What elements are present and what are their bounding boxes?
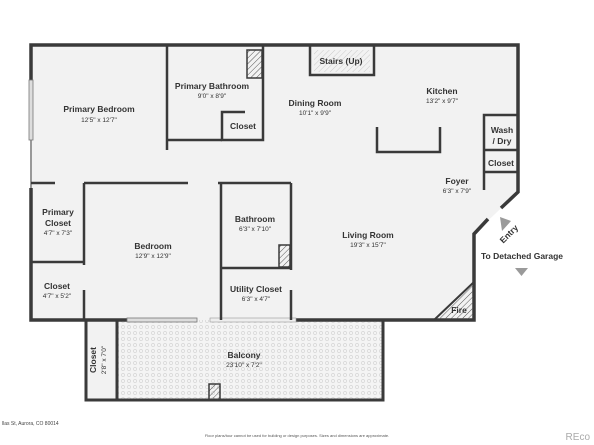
foyer-label: Foyer xyxy=(445,176,469,186)
closet-balcony-dim: 2'8" x 7'0" xyxy=(101,345,108,374)
fireplace xyxy=(431,279,475,321)
room-labels: Primary Bedroom 12'5" x 12'7" Primary Ba… xyxy=(42,56,563,374)
stairs-label: Stairs (Up) xyxy=(320,56,363,66)
balcony-door xyxy=(126,317,198,323)
living-room-label: Living Room xyxy=(342,230,394,240)
garage-label: To Detached Garage xyxy=(481,251,563,261)
disclaimer-text: Floor plans/tour cannot be used for buil… xyxy=(205,433,389,438)
primary-bathroom-dim: 9'0" x 8'9" xyxy=(198,93,227,100)
wash-label: Wash xyxy=(491,125,513,135)
dry-label: / Dry xyxy=(493,136,512,146)
primary-bedroom-label: Primary Bedroom xyxy=(63,104,135,114)
entry-label: Entry xyxy=(498,222,521,245)
closet-bath-label: Closet xyxy=(230,121,256,131)
balcony-post xyxy=(208,383,221,401)
closet-left-label: Closet xyxy=(44,281,70,291)
balcony-dim: 23'10" x 7'2" xyxy=(226,362,262,369)
balcony-label: Balcony xyxy=(227,350,260,360)
bath-shaft xyxy=(246,49,263,79)
primary-closet-dim: 4'7" x 7'3" xyxy=(44,230,73,237)
interior-walls xyxy=(31,45,518,320)
exterior-walls xyxy=(29,43,520,322)
balcony-walls xyxy=(84,320,385,402)
primary-closet-label-1: Primary xyxy=(42,207,74,217)
living-room-dim: 19'3" x 15'7" xyxy=(350,242,386,249)
bedroom-dim: 12'9" x 12'9" xyxy=(135,253,171,260)
closet-kitchen-label: Closet xyxy=(488,158,514,168)
bathroom-shaft xyxy=(278,244,291,268)
closet-balcony-label: Closet xyxy=(88,347,98,373)
fire-label: Fire xyxy=(451,305,467,315)
primary-bathroom-label: Primary Bathroom xyxy=(175,81,250,91)
bathroom-dim: 6'3" x 7'10" xyxy=(239,226,272,233)
primary-closet-label-2: Closet xyxy=(45,218,71,228)
window-left xyxy=(28,79,34,141)
address-text: llas St, Aurora, CO 80014 xyxy=(2,421,59,427)
reco-logo: REco xyxy=(566,432,591,443)
dining-room-dim: 10'1" x 9'9" xyxy=(299,110,332,117)
foyer-dim: 6'3" x 7'9" xyxy=(443,188,472,195)
stairs-shaft xyxy=(314,50,370,72)
bedroom-label: Bedroom xyxy=(134,241,172,251)
balcony-window xyxy=(209,317,297,323)
entry-arrow xyxy=(500,217,511,231)
dining-room-label: Dining Room xyxy=(289,98,342,108)
balcony-closet-floor xyxy=(86,320,117,400)
kitchen-label: Kitchen xyxy=(426,86,457,96)
bathroom-label: Bathroom xyxy=(235,214,276,224)
garage-arrow xyxy=(515,268,528,276)
utility-closet-dim: 6'3" x 4'7" xyxy=(242,296,271,303)
kitchen-dim: 13'2" x 9'7" xyxy=(426,98,459,105)
primary-bedroom-dim: 12'5" x 12'7" xyxy=(81,117,117,124)
closet-left-dim: 4'7" x 5'2" xyxy=(43,293,72,300)
utility-closet-label: Utility Closet xyxy=(230,284,282,294)
balcony-floor xyxy=(118,320,383,400)
